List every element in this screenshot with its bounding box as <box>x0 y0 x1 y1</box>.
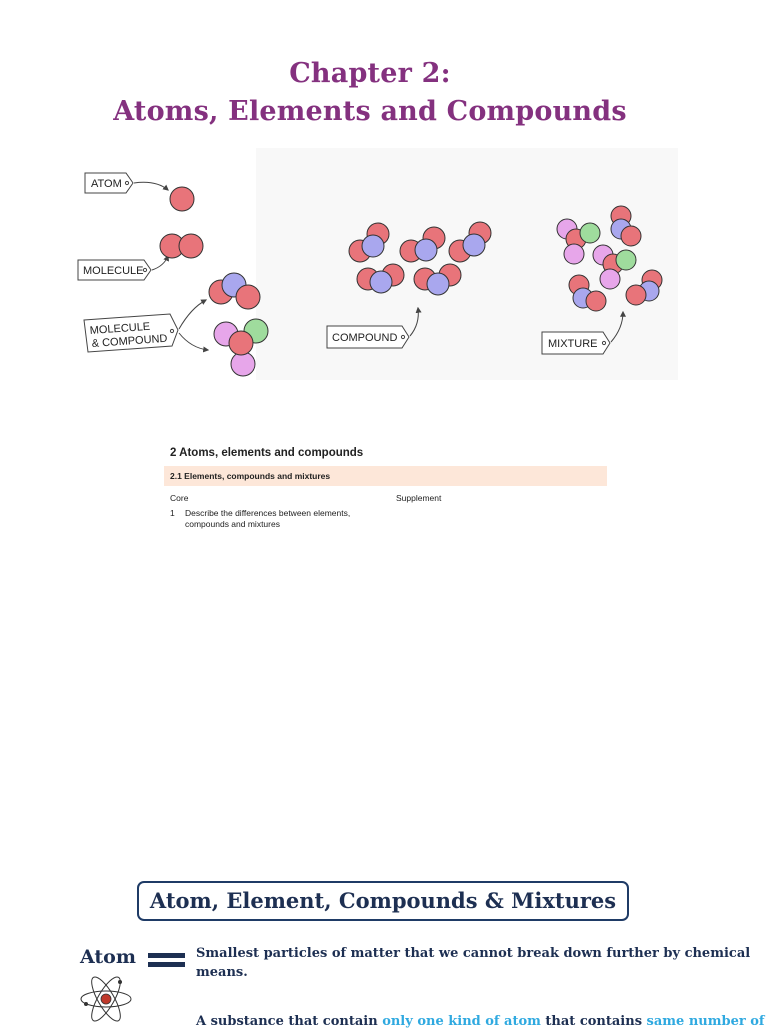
section-title: Atom, Element, Compounds & Mixtures <box>149 888 617 913</box>
page-title-line-2: Atoms, Elements and Compounds <box>113 96 627 127</box>
particle-diagram: ATOM MOLECULE MOLECULE & COMPOUND <box>77 148 678 380</box>
atom-term: Atom <box>80 946 136 968</box>
element-definition-highlight-1: only one kind of atom <box>382 1014 541 1029</box>
compound-tag-label: COMPOUND <box>332 332 397 344</box>
element-definition-part-1: A substance that contain <box>196 1014 383 1029</box>
molecule-tag-label: MOLECULE <box>83 265 144 277</box>
element-definition-part-2: that contains <box>540 1014 647 1029</box>
element-definition-highlight-2: same number of <box>646 1014 765 1029</box>
molecule-particles <box>159 233 204 259</box>
section-title-box: Atom, Element, Compounds & Mixtures <box>137 881 629 921</box>
molecule-tag: MOLECULE <box>77 259 152 281</box>
mixture-tag-label: MIXTURE <box>548 338 598 350</box>
atom-definition: Smallest particles of matter that we can… <box>196 946 751 980</box>
atom-particle <box>169 186 195 212</box>
page-title-line-1: Chapter 2: <box>289 58 451 89</box>
syllabus-subheading-band <box>164 466 607 486</box>
mixture-tag: MIXTURE <box>541 331 611 355</box>
atom-tag: ATOM <box>84 172 134 194</box>
syllabus-supplement-label: Supplement <box>396 493 442 503</box>
syllabus-item-number: 1 <box>170 508 175 518</box>
molecule-compound-particles-1 <box>208 272 261 310</box>
molecule-compound-tag-label-2: & COMPOUND <box>91 333 167 350</box>
syllabus-excerpt: 2 Atoms, elements and compounds 2.1 Elem… <box>160 440 610 535</box>
element-definition: A substance that contain only one kind o… <box>196 1014 768 1029</box>
atom-tag-label: ATOM <box>91 178 122 190</box>
syllabus-heading: 2 Atoms, elements and compounds <box>170 447 364 459</box>
mixture-particles <box>556 205 663 312</box>
atom-icon <box>80 976 132 1022</box>
molecule-compound-particles-2 <box>213 318 269 377</box>
molecule-compound-tag-label-1: MOLECULE <box>89 321 150 337</box>
compound-tag: COMPOUND <box>326 325 410 349</box>
syllabus-core-label: Core <box>170 493 189 503</box>
molecule-compound-tag: MOLECULE & COMPOUND <box>83 313 179 353</box>
syllabus-item-text: Describe the differences between element… <box>185 508 351 529</box>
equals-icon <box>148 953 185 967</box>
compound-particles <box>348 221 492 296</box>
syllabus-subheading: 2.1 Elements, compounds and mixtures <box>170 471 331 481</box>
